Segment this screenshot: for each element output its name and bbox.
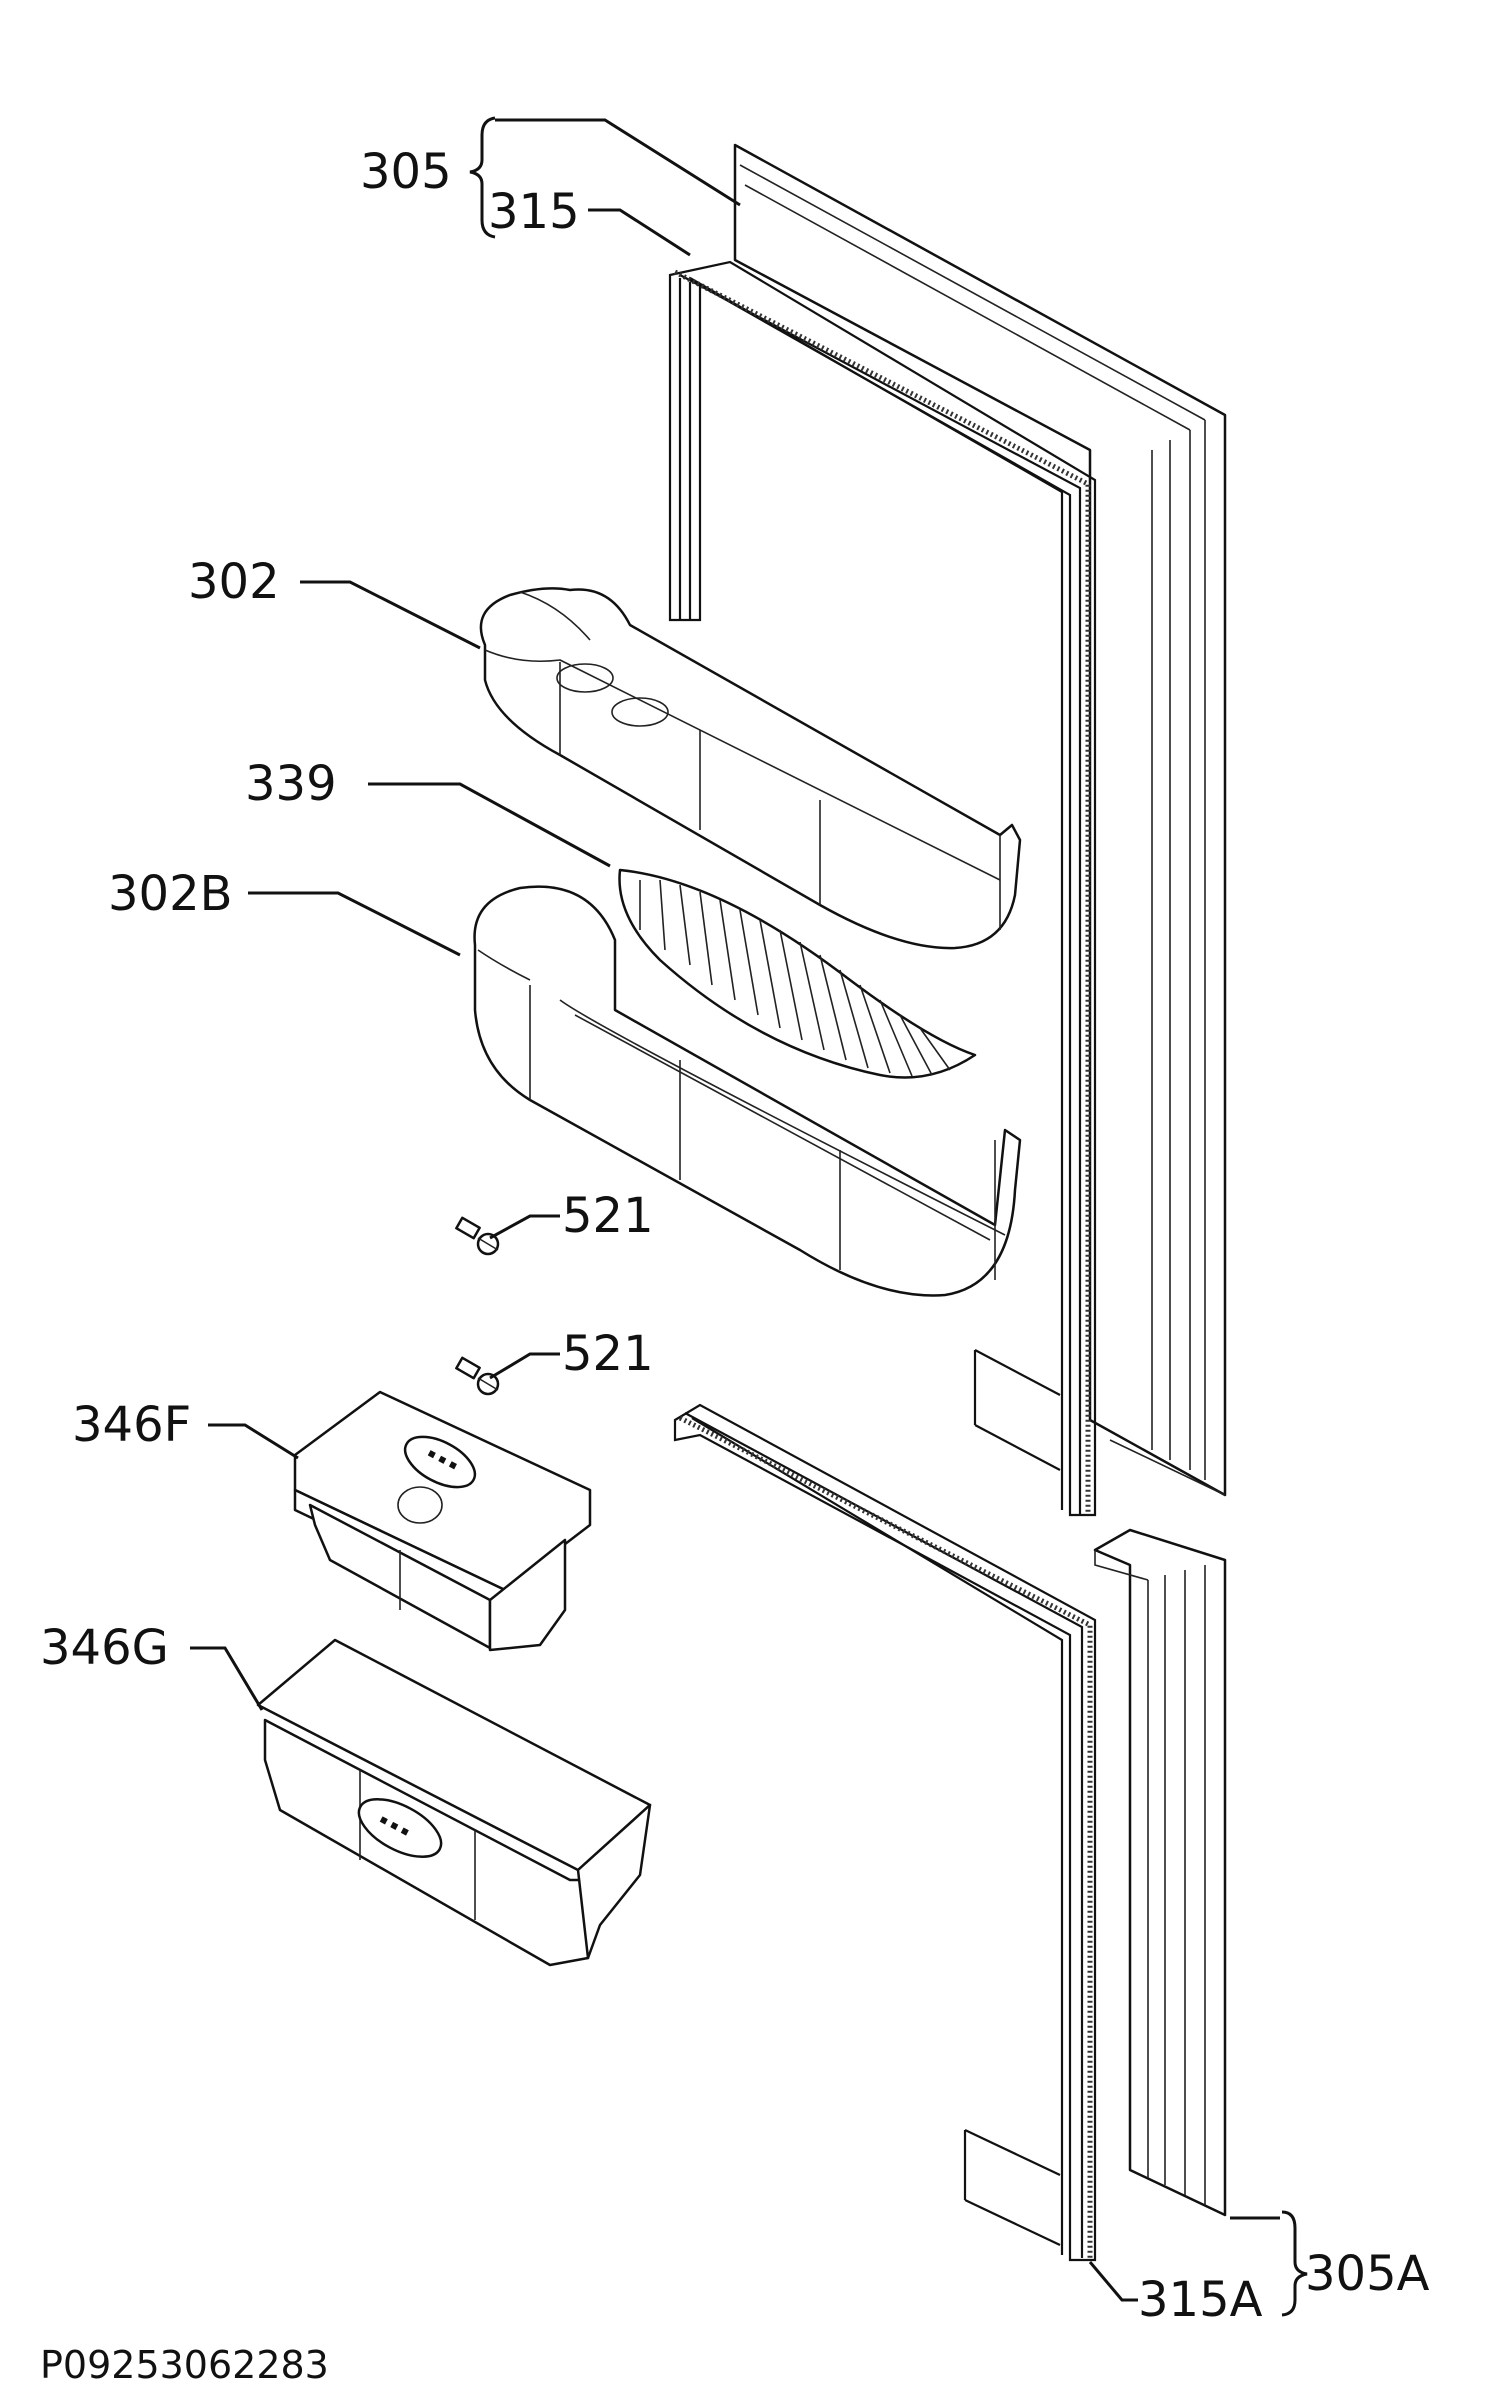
lower-door-shelf[interactable] — [473, 885, 1022, 1297]
lower-door-panel[interactable] — [1093, 1528, 1227, 2217]
screw-521-lower[interactable] — [455, 1356, 500, 1396]
label-521-lower: 521 — [562, 1326, 654, 1382]
lower-door-gasket[interactable] — [673, 1403, 1097, 2262]
upper-door-gasket[interactable] — [668, 260, 1097, 1517]
upper-door-shelf[interactable] — [479, 587, 1022, 950]
label-346g: 346G — [40, 1620, 169, 1676]
leader-lines — [190, 116, 1308, 2317]
label-339: 339 — [245, 756, 337, 812]
label-521-upper: 521 — [562, 1188, 654, 1244]
bottle-bin[interactable]: ▪ ▪ ▪ — [256, 1638, 652, 1967]
label-302b: 302B — [108, 866, 233, 922]
dairy-compartment-with-lid[interactable]: ▪ ▪ ▪ — [293, 1390, 592, 1652]
shelf-divider-insert[interactable] — [618, 868, 977, 1079]
label-305a: 305A — [1305, 2246, 1430, 2302]
screw-521-upper[interactable] — [455, 1216, 500, 1256]
label-305: 305 — [360, 144, 452, 200]
drawing-code: P09253062283 — [40, 2343, 329, 2387]
label-346f: 346F — [72, 1397, 191, 1453]
label-302: 302 — [188, 554, 280, 610]
label-315: 315 — [488, 184, 580, 240]
label-315a: 315A — [1138, 2272, 1263, 2328]
